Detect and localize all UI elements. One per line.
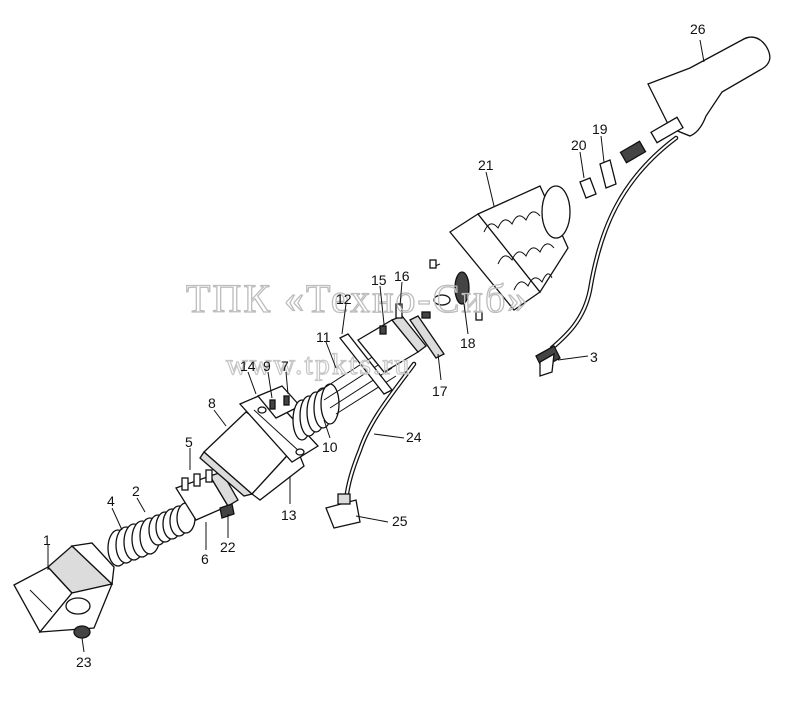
callout-13: 13 [281, 507, 297, 523]
callout-26: 26 [690, 21, 706, 37]
watermark-url: www.tpkts.ru [226, 348, 411, 381]
callout-2: 2 [132, 483, 140, 499]
callout-17: 17 [432, 383, 448, 399]
part-16-tab [395, 303, 403, 319]
callout-12: 12 [336, 291, 352, 307]
callout-24: 24 [406, 429, 422, 445]
callout-10: 10 [322, 439, 338, 455]
callout-7: 7 [281, 358, 289, 374]
part-2-spring [148, 502, 196, 546]
callout-18: 18 [460, 335, 476, 351]
part-7-pin [283, 395, 290, 406]
part-22-clip [219, 503, 235, 519]
callout-1: 1 [43, 532, 51, 548]
callout-3: 3 [590, 349, 598, 365]
callout-15: 15 [371, 272, 387, 288]
part-17-gasket [409, 315, 445, 359]
callout-4: 4 [107, 493, 115, 509]
callout-23: 23 [76, 654, 92, 670]
part-5-connector-block [175, 469, 239, 521]
callout-19: 19 [592, 121, 608, 137]
part-10-spring [292, 383, 340, 441]
callout-5: 5 [185, 434, 193, 450]
callout-20: 20 [571, 137, 587, 153]
part-24-cable [343, 361, 417, 503]
callout-16: 16 [394, 268, 410, 284]
callout-21: 21 [478, 157, 494, 173]
callout-9: 9 [263, 358, 271, 374]
callout-22: 22 [220, 539, 236, 555]
part-3-wire [535, 135, 679, 377]
callout-11: 11 [316, 329, 331, 345]
part-26-handle [619, 36, 771, 164]
part-23-screw [73, 625, 91, 639]
part-18-disc [421, 259, 483, 321]
callout-14: 14 [240, 358, 256, 374]
part-1-housing [13, 542, 115, 634]
watermark-title: ТПК «Техно-Сиб» [186, 276, 529, 321]
callout-8: 8 [208, 395, 216, 411]
callout-6: 6 [201, 551, 209, 567]
callout-labels: 1 2 3 4 5 6 7 8 9 10 11 12 13 14 15 16 1… [43, 21, 706, 670]
part-25-plug [325, 493, 361, 529]
leader-lines [47, 39, 705, 653]
part-20-nut [579, 177, 597, 199]
part-9-pin [269, 399, 276, 410]
part-21-boot [449, 185, 571, 311]
callout-25: 25 [392, 513, 408, 529]
part-19-nut [599, 159, 617, 189]
